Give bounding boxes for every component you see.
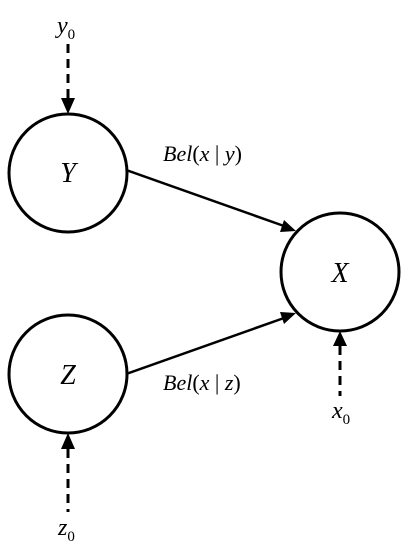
edge-y-to-x-line xyxy=(125,168,285,228)
node-y-label: Y xyxy=(60,158,79,189)
edge-z-to-x-arrowhead xyxy=(280,312,296,324)
evidence-arrow-y0-head xyxy=(61,98,75,114)
evidence-z0-subscript: 0 xyxy=(67,529,75,545)
evidence-x0-subscript: 0 xyxy=(343,412,351,428)
node-y-circle xyxy=(7,112,129,234)
node-x-label: X xyxy=(330,258,349,289)
edge-y-to-x-arrowhead xyxy=(280,220,296,232)
evidence-arrow-x0-head xyxy=(333,331,347,346)
node-z-label: Z xyxy=(60,360,76,391)
evidence-y0-subscript: 0 xyxy=(68,27,76,43)
edge-z-to-x-label: Bel(x | z) xyxy=(163,370,241,395)
evidence-x0-base: x xyxy=(331,398,343,424)
node-z: Z xyxy=(7,313,129,435)
edge-z-to-x-line xyxy=(125,316,285,376)
edge-y-to-x-label: Bel(x | y) xyxy=(163,141,242,166)
evidence-label-x0: x0 xyxy=(331,398,350,428)
evidence-label-z0: z0 xyxy=(57,515,75,545)
evidence-label-y0: y0 xyxy=(55,13,75,43)
node-y: Y xyxy=(7,112,129,234)
evidence-y0-base: y xyxy=(55,13,68,39)
evidence-z0-base: z xyxy=(57,515,68,541)
node-x: X xyxy=(279,211,401,333)
evidence-arrow-z0-head xyxy=(61,433,75,449)
